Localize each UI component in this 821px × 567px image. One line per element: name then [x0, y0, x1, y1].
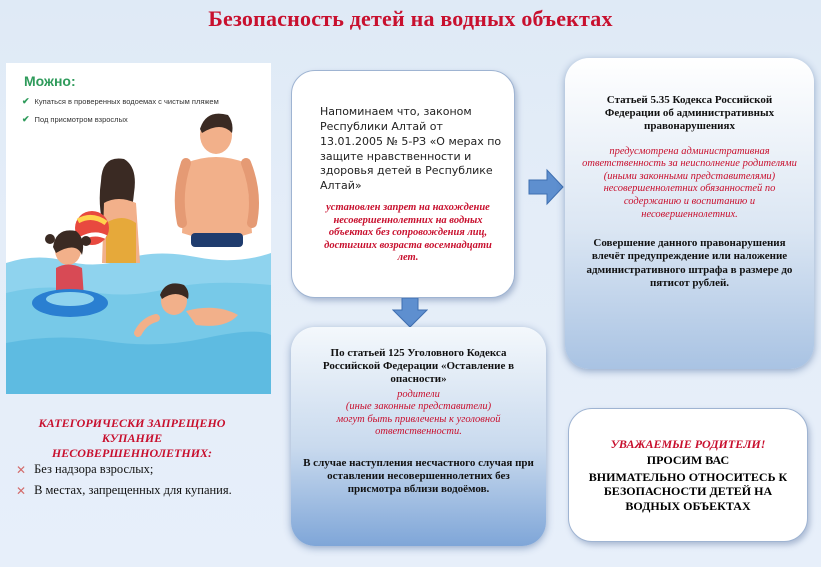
forbidden-title: КАТЕГОРИЧЕСКИ ЗАПРЕЩЕНО КУПАНИЕ НЕСОВЕРШ…: [38, 416, 226, 460]
parents-message: ВНИМАТЕЛЬНО ОТНОСИТЕСЬ К БЕЗОПАСНОСТИ ДЕ…: [588, 469, 788, 513]
criminal-code-box: По статьей 125 Уголовного Кодекса Россий…: [291, 327, 546, 546]
arrow-right-icon: [528, 168, 564, 206]
parents-request: ПРОСИМ ВАС: [646, 453, 730, 468]
cross-icon: ✕: [16, 462, 27, 477]
list-item: ✕ В местах, запрещенных для купания.: [16, 483, 232, 498]
law-highlight-text: установлен запрет на нахождение несоверш…: [324, 202, 492, 264]
ugk-footer-text: В случае наступления несчастного случая …: [303, 456, 534, 496]
check-icon: ✔: [22, 96, 30, 106]
cross-icon: ✕: [16, 483, 27, 498]
koap-highlight-text: предусмотрена административная ответстве…: [582, 145, 797, 220]
allowed-heading: Можно:: [24, 73, 76, 89]
check-icon: ✔: [22, 114, 30, 124]
list-item: ✔ Купаться в проверенных водоемах с чист…: [22, 96, 219, 107]
ugk-highlight-text: родители (иные законные представители) м…: [336, 388, 501, 438]
allowed-list: ✔ Купаться в проверенных водоемах с чист…: [22, 96, 219, 132]
koap-consequence-text: Совершение данного правонарушения влечёт…: [586, 237, 793, 289]
arrow-down-icon: [392, 298, 428, 328]
list-item: ✔ Под присмотром взрослых: [22, 114, 219, 125]
forbidden-list: ✕ Без надзора взрослых; ✕ В местах, запр…: [16, 462, 232, 504]
allowed-item-text: Купаться в проверенных водоемах с чистым…: [34, 97, 219, 106]
list-item: ✕ Без надзора взрослых;: [16, 462, 232, 477]
koap-heading: Статьей 5.35 Кодекса Российской Федераци…: [604, 94, 775, 133]
ugk-heading: По статьей 125 Уголовного Кодекса Россий…: [322, 347, 515, 386]
children-swimming-illustration: Можно: ✔ Купаться в проверенных водоемах…: [6, 63, 271, 394]
allowed-item-text: Под присмотром взрослых: [34, 115, 128, 124]
swimming-scene-image: [6, 113, 271, 394]
parents-appeal-box: УВАЖАЕМЫЕ РОДИТЕЛИ! ПРОСИМ ВАС ВНИМАТЕЛЬ…: [568, 408, 808, 542]
law-box: Напоминаем что, законом Республики Алтай…: [291, 70, 515, 298]
page-title: Безопасность детей на водных объектах: [208, 6, 613, 31]
parents-greeting: УВАЖАЕМЫЕ РОДИТЕЛИ!: [610, 437, 766, 451]
koap-box: Статьей 5.35 Кодекса Российской Федераци…: [565, 58, 814, 369]
forbidden-item-text: Без надзора взрослых;: [34, 462, 154, 476]
forbidden-item-text: В местах, запрещенных для купания.: [34, 483, 232, 497]
law-intro-text: Напоминаем что, законом Республики Алтай…: [320, 105, 502, 193]
